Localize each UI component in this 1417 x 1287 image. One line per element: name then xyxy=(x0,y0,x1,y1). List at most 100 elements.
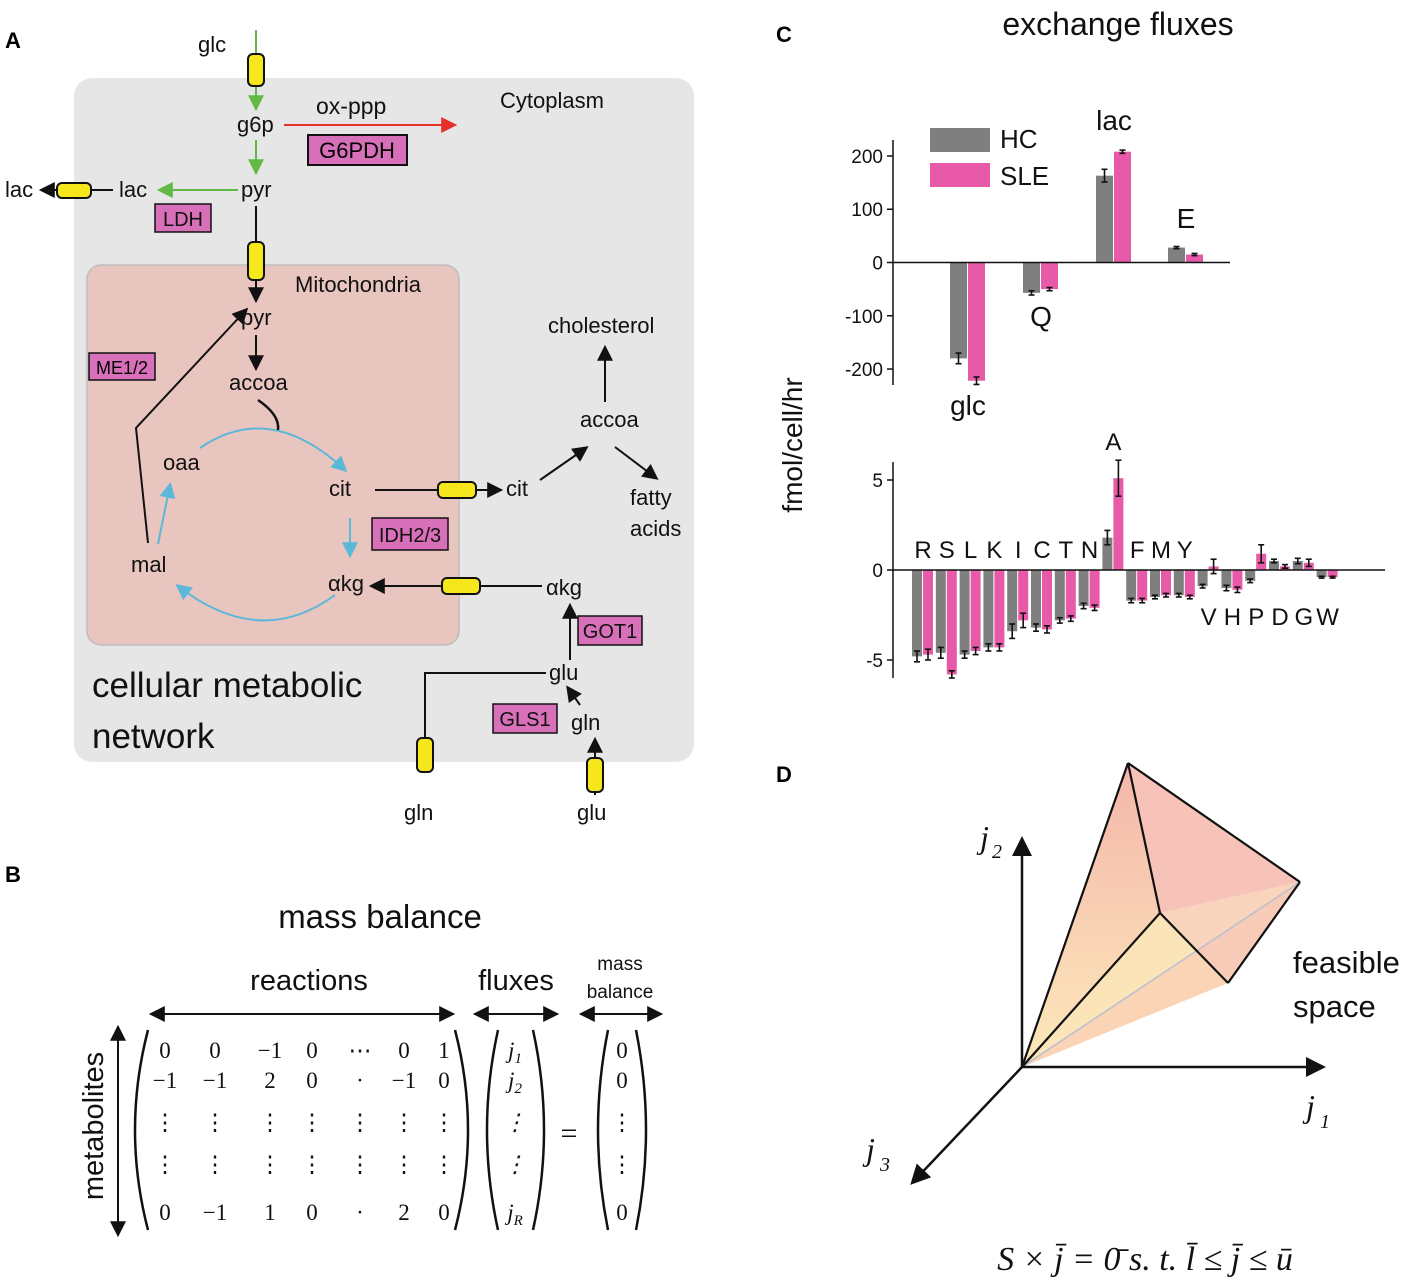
met-oaa: oaa xyxy=(163,450,200,475)
bar-sle xyxy=(1186,254,1203,263)
enzyme-ldh-box xyxy=(154,203,212,233)
matrix-cell: ⋮ xyxy=(393,1152,416,1177)
pyr-transporter-icon xyxy=(247,241,265,281)
met-pyr-cyto: pyr xyxy=(241,177,272,202)
category-label: glc xyxy=(950,390,986,421)
polytope-face-left xyxy=(1022,763,1160,1067)
metabolites-label: metabolites xyxy=(78,1052,110,1200)
accoa-to-fatty-acids-arrow xyxy=(614,446,659,480)
bar-sle xyxy=(1161,570,1171,596)
bar-hc xyxy=(1269,561,1279,570)
flux-left-paren xyxy=(485,1029,500,1231)
bar-hc xyxy=(950,262,967,359)
matrix-cell: ⋮ xyxy=(204,1152,227,1177)
y-tick-label: -100 xyxy=(845,307,883,328)
matrix-cell: · xyxy=(356,1068,364,1093)
category-label: R xyxy=(914,537,931,564)
matrix-cell: 0 xyxy=(159,1038,171,1063)
constraint-equation: S × j̄ = 0̄ s. t. l̄ ≤ j̄ ≤ ū xyxy=(997,1241,1293,1278)
met-glc: glc xyxy=(198,32,226,57)
met-lac-out: lac xyxy=(5,177,33,202)
matrix-cell: ⋮ xyxy=(259,1110,282,1135)
network-label-line2: network xyxy=(92,717,215,756)
met-akg-mito: αkg xyxy=(328,571,364,596)
y-tick-label: 5 xyxy=(872,471,883,492)
bar-hc xyxy=(1168,247,1185,263)
polytope-face-front xyxy=(1022,913,1228,1067)
rhs-vector-entry: ⋮ xyxy=(611,1152,634,1177)
bar-sle xyxy=(1041,262,1058,290)
met-glu-out: glu xyxy=(577,800,606,825)
panel-label-c: C xyxy=(776,22,792,47)
met-pyr-mito: pyr xyxy=(241,305,272,330)
y-tick-label: -5 xyxy=(866,651,883,672)
bar-hc xyxy=(983,570,994,648)
category-label: T xyxy=(1058,537,1073,564)
polytope-face-top xyxy=(1128,763,1300,913)
equals-sign: = xyxy=(561,1117,578,1150)
tca-akg-to-mal-arrow xyxy=(175,584,336,622)
bar-hc xyxy=(1292,561,1303,570)
panel-a: A Cytoplasm Mitochondria glc g6p pyr ox-… xyxy=(5,28,694,825)
y-tick-label: 100 xyxy=(851,200,883,221)
matrix-cell: 0 xyxy=(159,1200,171,1225)
rhs-vector-entry: 0 xyxy=(616,1038,628,1063)
rhs-vector: 00⋮⋮0 xyxy=(611,1038,634,1225)
matrix-cell: 1 xyxy=(438,1038,450,1063)
flux-vector-entry: ⋮ xyxy=(504,1110,527,1135)
enzyme-g6pdh-box xyxy=(307,134,408,166)
bar-hc xyxy=(1197,570,1208,587)
cit-transporter-icon xyxy=(437,481,477,499)
bar-sle xyxy=(1232,570,1243,590)
category-label: E xyxy=(1177,203,1196,234)
reactions-label: reactions xyxy=(250,965,368,997)
legend-swatch-sle xyxy=(930,163,990,187)
polytope-edges xyxy=(1020,762,1301,1068)
y-tick-label: 200 xyxy=(851,147,883,168)
bar-sle xyxy=(1018,570,1029,621)
enzyme-gls1-box xyxy=(492,703,558,734)
bar-hc xyxy=(959,570,970,655)
matrix-cell: ⋮ xyxy=(393,1110,416,1135)
category-label: V xyxy=(1201,604,1217,631)
gln-to-glu-arrow xyxy=(566,685,582,706)
matrix-cell: −1 xyxy=(203,1068,227,1093)
y-tick-label: 0 xyxy=(872,254,883,275)
glc-transporter-icon xyxy=(247,53,265,87)
panel-label-b: B xyxy=(5,862,21,887)
matrix-cell: ⋮ xyxy=(301,1110,324,1135)
matrix-cell: 0 xyxy=(209,1038,221,1063)
enzyme-g6pdh: G6PDH xyxy=(319,138,395,163)
lac-transporter-icon xyxy=(56,182,92,199)
bar-hc xyxy=(1102,537,1113,570)
bar-sle xyxy=(1065,570,1076,619)
matrix-cell: ⋮ xyxy=(349,1152,372,1177)
bar-sle xyxy=(1113,478,1124,570)
category-label: D xyxy=(1271,604,1288,631)
matrix-cell: ⋮ xyxy=(349,1110,372,1135)
gln-transporter-icon xyxy=(416,737,434,773)
axis-j3-sub: 3 xyxy=(879,1154,890,1176)
fluxes-label: fluxes xyxy=(478,965,554,997)
category-label: Y xyxy=(1177,537,1193,564)
mass-balance-line2: balance xyxy=(587,982,654,1003)
axis-j1-sub: 1 xyxy=(1320,1111,1330,1133)
flux-right-paren xyxy=(531,1029,546,1231)
rhs-right-paren xyxy=(634,1029,648,1231)
axis-j2-label: j xyxy=(976,819,989,855)
enzyme-gls1: GLS1 xyxy=(499,709,550,731)
matrix-cell: 0 xyxy=(438,1068,450,1093)
category-label: I xyxy=(1015,537,1022,564)
met-fatty-line1: fatty xyxy=(630,485,672,510)
matrix-cell: ⋮ xyxy=(433,1152,456,1177)
bar-hc xyxy=(1031,570,1041,628)
mass-balance-title: mass balance xyxy=(278,898,482,935)
met-cit-cyto: cit xyxy=(506,476,528,501)
axis-j2-sub: 2 xyxy=(992,841,1002,863)
bar-hc xyxy=(1023,262,1040,293)
matrix-cell: −1 xyxy=(392,1068,416,1093)
